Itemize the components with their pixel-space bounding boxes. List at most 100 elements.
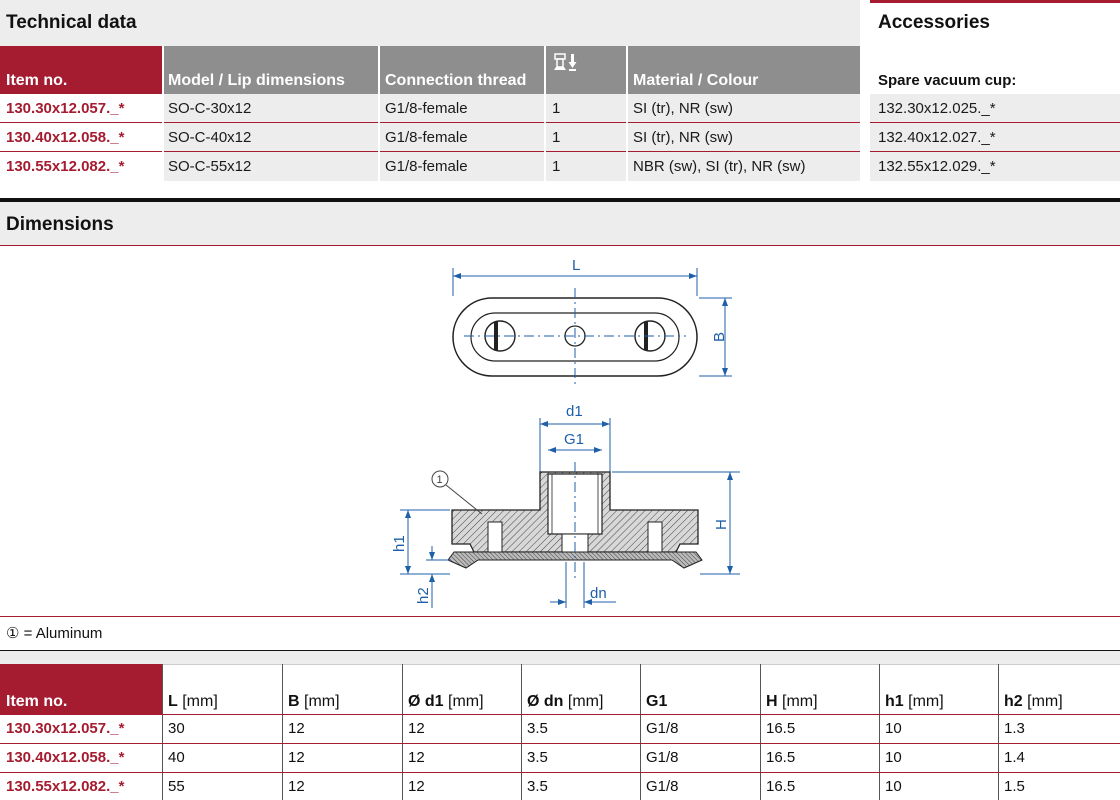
section-rule	[0, 198, 1120, 202]
top-view: L B	[452, 257, 732, 386]
dim-value: 16.5	[766, 749, 796, 766]
col-divider	[640, 664, 641, 800]
dim-table-header-bg	[162, 664, 1120, 714]
col-divider	[378, 94, 380, 181]
dimensions-title: Dimensions	[6, 214, 114, 235]
model: SO-C-30x12	[168, 100, 252, 117]
item-number[interactable]: 130.55x12.082._*	[6, 158, 125, 175]
dim-value: 3.5	[527, 720, 548, 737]
dimensions-header-rule	[0, 245, 1120, 246]
col-header-item-no: Item no.	[0, 46, 162, 94]
dim-value: 12	[408, 778, 425, 795]
dim-value: 16.5	[766, 778, 796, 795]
accessories-accent-rule	[870, 0, 1120, 3]
dim-value: 12	[288, 749, 305, 766]
item-number[interactable]: 130.40x12.058._*	[6, 749, 125, 766]
connection-thread: G1/8-female	[385, 129, 468, 146]
dimension-drawing: L B d1 G1 H	[391, 257, 740, 608]
col-divider	[282, 664, 283, 800]
row-divider	[0, 772, 1120, 773]
dim-value: 10	[885, 749, 902, 766]
dim-table-item-header-bg	[0, 664, 162, 714]
col-divider	[879, 664, 880, 800]
accessories-subtitle: Spare vacuum cup:	[878, 72, 1017, 89]
row-divider	[0, 151, 860, 152]
accessory-item[interactable]: 132.55x12.029._*	[878, 158, 996, 175]
accessory-row	[870, 152, 1120, 181]
material-legend: ① = Aluminum	[6, 624, 102, 642]
dim-col-header: h1 [mm]	[885, 693, 944, 710]
row-divider	[0, 743, 1120, 744]
dim-value: 12	[288, 778, 305, 795]
col-divider	[402, 664, 403, 800]
dim-value: 16.5	[766, 720, 796, 737]
col-header-thread: Connection thread	[379, 46, 545, 94]
dim-value: 10	[885, 720, 902, 737]
col-divider	[162, 664, 163, 800]
svg-text:1: 1	[437, 474, 443, 486]
item-number[interactable]: 130.30x12.057._*	[6, 100, 125, 117]
dim-value: 1.4	[1004, 749, 1025, 766]
col-divider	[521, 664, 522, 800]
item-number[interactable]: 130.30x12.057._*	[6, 720, 125, 737]
cup-count: 1	[552, 158, 561, 175]
accessories-title: Accessories	[878, 12, 990, 33]
dim-value: G1/8	[646, 778, 679, 795]
col-divider	[544, 94, 546, 181]
cup-count: 1	[552, 129, 561, 146]
col-divider	[162, 94, 164, 181]
dim-col-header: Item no.	[6, 693, 68, 710]
svg-text:H: H	[713, 519, 730, 530]
header-divider	[544, 46, 546, 94]
legend-text: = Aluminum	[23, 625, 103, 642]
technical-data-title: Technical data	[6, 12, 137, 33]
dim-value: 40	[168, 749, 185, 766]
material: SI (tr), NR (sw)	[633, 100, 733, 117]
dim-value: 1.3	[1004, 720, 1025, 737]
dim-value: G1/8	[646, 720, 679, 737]
row-divider	[0, 714, 1120, 715]
accessories-subheader	[870, 46, 1120, 94]
dim-value: 1.5	[1004, 778, 1025, 795]
item-column-bg	[0, 94, 162, 181]
section-view: d1 G1 H h1 h2	[391, 403, 740, 608]
dim-col-header: B [mm]	[288, 693, 340, 710]
svg-text:B: B	[711, 332, 728, 342]
dim-value: 12	[408, 749, 425, 766]
dim-value: 12	[408, 720, 425, 737]
dim-value: 12	[288, 720, 305, 737]
accessory-item[interactable]: 132.30x12.025._*	[878, 100, 996, 117]
cup-count: 1	[552, 100, 561, 117]
table-top-rule	[0, 650, 1120, 651]
item-number[interactable]: 130.55x12.082._*	[6, 778, 125, 795]
material: NBR (sw), SI (tr), NR (sw)	[633, 158, 806, 175]
svg-text:dn: dn	[590, 585, 607, 602]
row-divider	[0, 151, 162, 152]
col-header-count	[545, 46, 627, 94]
dim-col-header: L [mm]	[168, 693, 218, 710]
header-divider	[378, 46, 380, 94]
item-number[interactable]: 130.40x12.058._*	[6, 129, 125, 146]
svg-text:h1: h1	[391, 535, 408, 552]
dim-value: 55	[168, 778, 185, 795]
dimensions-bottom-rule	[0, 616, 1120, 617]
svg-text:d1: d1	[566, 403, 583, 420]
model: SO-C-55x12	[168, 158, 252, 175]
dim-col-header: Ø d1 [mm]	[408, 693, 484, 710]
accessory-row	[870, 94, 1120, 123]
col-divider	[998, 664, 999, 800]
row-divider	[0, 122, 162, 123]
accessory-item[interactable]: 132.40x12.027._*	[878, 129, 996, 146]
accessory-row	[870, 123, 1120, 152]
connection-thread: G1/8-female	[385, 158, 468, 175]
row-divider	[870, 151, 1120, 152]
dim-value: 10	[885, 778, 902, 795]
dim-value: G1/8	[646, 749, 679, 766]
header-divider	[626, 46, 628, 94]
dim-value: 30	[168, 720, 185, 737]
dimensions-header	[0, 202, 1120, 246]
header-divider	[162, 46, 164, 94]
col-header-material: Material / Colour	[627, 46, 860, 94]
dim-col-header: H [mm]	[766, 693, 818, 710]
dim-col-header: h2 [mm]	[1004, 693, 1063, 710]
